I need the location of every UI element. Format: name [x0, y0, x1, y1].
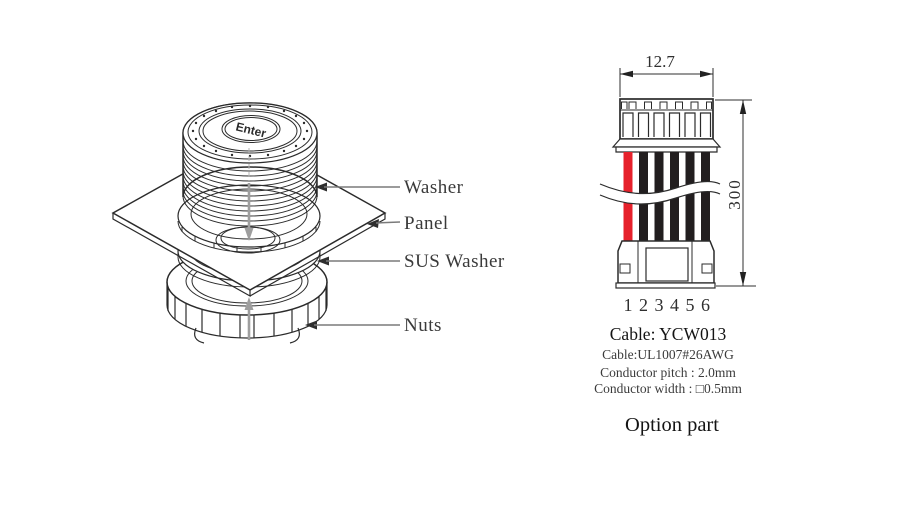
nut-foot-right: [289, 327, 300, 344]
option-part-label: Option part: [625, 414, 719, 436]
arrow-left-icon: [315, 182, 327, 192]
arrow-left-icon: [305, 320, 317, 330]
leader-panel: Panel: [367, 213, 449, 234]
dim-arrow-up-icon: [739, 100, 747, 114]
label-sus-washer: SUS Washer: [404, 251, 505, 272]
assembly-direction-arrows: [244, 148, 254, 340]
dim-arrow-right-icon: [700, 70, 713, 78]
width-dim-value: 12.7: [645, 52, 675, 71]
cable-spec-line-2: Conductor pitch : 2.0mm: [600, 365, 736, 380]
break-symbol: [599, 180, 721, 205]
arrow-down-icon: [244, 228, 254, 241]
knob: Enter: [182, 102, 318, 227]
nut-foot-left: [194, 327, 205, 344]
label-washer: Washer: [404, 177, 464, 198]
top-connector-lip: [615, 146, 718, 153]
wire-6: [701, 152, 710, 242]
top-connector-flare: [611, 138, 722, 148]
cable-spec-line-3: Conductor width : □0.5mm: [594, 381, 742, 396]
knob-assembly-diagram: Enter Washer Panel S: [111, 102, 505, 344]
cable-diagram: 12.7 300: [594, 52, 756, 436]
pin-number-3: 3: [655, 295, 664, 315]
label-nuts: Nuts: [404, 315, 442, 336]
pin-number-2: 2: [639, 295, 648, 315]
pin-number-5: 5: [686, 295, 695, 315]
dim-arrow-down-icon: [739, 272, 747, 286]
cable-spec-line-1: Cable:UL1007#26AWG: [602, 347, 734, 362]
cable-title: Cable: YCW013: [610, 324, 727, 344]
wire-5: [685, 152, 695, 242]
length-dim-value: 300: [725, 178, 744, 210]
nut-ribs: [167, 288, 327, 338]
washer-ticks: [181, 227, 317, 252]
pin-numbers: 1 2 3 4 5 6: [624, 295, 711, 315]
width-dimension: 12.7: [619, 52, 714, 97]
bottom-connector: [615, 240, 716, 289]
dial-ticks: [191, 104, 309, 158]
pin-number-4: 4: [670, 295, 679, 315]
label-panel: Panel: [404, 213, 449, 234]
bottom-connector-latch-left: [619, 263, 631, 274]
leader-sus-washer: SUS Washer: [317, 251, 505, 272]
bottom-connector-latch-right: [701, 263, 713, 274]
pin-number-6: 6: [701, 295, 710, 315]
top-connector-terminals: [621, 101, 712, 137]
part-labels: Washer Panel SUS Washer Nuts: [305, 177, 505, 336]
length-dimension: 300: [715, 99, 756, 287]
arrow-left-icon: [317, 256, 329, 266]
pin-number-1: 1: [624, 295, 633, 315]
leader-washer: Washer: [315, 177, 464, 198]
leader-nuts: Nuts: [305, 315, 442, 336]
dim-arrow-left-icon: [620, 70, 633, 78]
arrow-left-icon: [367, 219, 379, 228]
top-connector: [611, 98, 722, 153]
arrow-up-icon: [244, 297, 254, 310]
